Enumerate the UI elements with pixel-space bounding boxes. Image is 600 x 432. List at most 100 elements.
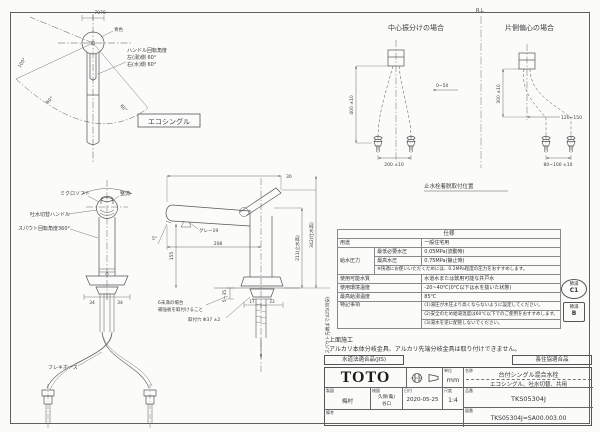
reference-line: R.L <box>476 8 484 168</box>
choju-stamp: 長住協適合品 <box>512 355 592 365</box>
spec-r6-v2: (2)安全のため給湯温度は60℃以下でのご使用をおすすめします。 <box>421 310 561 320</box>
spec-r5-label: 最高給湯温度 <box>336 292 423 302</box>
side-angle: 5° <box>152 236 157 242</box>
checker-name-1: 久保(亀) <box>377 395 395 400</box>
badge-c1-top: 節湯 <box>569 282 579 288</box>
scale-label: 尺度 <box>444 388 452 393</box>
offset-dim-vertical: 300 ±10 <box>496 84 502 104</box>
water-saving-badge-c1: 節湯 C1 <box>561 279 587 299</box>
offset-case-title: 片側偏心の場合 <box>505 23 554 32</box>
checker-name-2: 谷口 <box>382 402 391 407</box>
front-view: 34 34 ミクロソフト 整流 吐水切替ハンドル スパウト回転角度360° フレ… <box>18 180 157 428</box>
offset-dim-horizontal: 80~100 ±10 <box>543 162 572 168</box>
spec-r3-label: 使用可能水質 <box>336 274 423 284</box>
logo-cell: TOTO <box>325 368 407 388</box>
plan-color-note: 青色 <box>114 26 123 33</box>
name-cell: 名称 台付シングル混合水栓 エコシングル、吐水切替、共用 <box>464 368 593 388</box>
offset-dim-offset: 120~150 <box>561 115 582 121</box>
side-dim-top: 30 <box>286 174 292 180</box>
front-dim-right: 34 <box>117 300 123 306</box>
toto-logo: TOTO <box>340 369 391 386</box>
arc-label-upper: 105° <box>17 57 28 69</box>
drawing-number-label: 図番 <box>465 408 473 413</box>
spec-r2a-sub: 最低必要水圧 <box>374 247 423 257</box>
spec-r2-note: ※快適にお使いいただくためには、0.2MPa程度の圧力をおすすめします。 <box>374 265 561 275</box>
reference-line-label: R.L <box>476 8 484 14</box>
hose-fitting-right <box>143 384 157 428</box>
part-number: TKS05304J <box>511 395 546 403</box>
hose-fitting-left <box>41 384 55 428</box>
label-gray: グレー19 <box>199 227 218 234</box>
water-saving-badge-b: 節湯 B <box>563 302 585 322</box>
side-dim-base1: 17 <box>249 299 255 304</box>
jis-stamp: 水道法適合品(JIS) <box>324 355 404 365</box>
drawing-number-cell: 図番 TKS05304J=SA00.003.00 <box>464 408 593 427</box>
center-dim-offset: 0~50 <box>436 83 448 89</box>
label-spout-rotation: スパウト回転角度360° <box>18 225 71 232</box>
side-dim-height-left: 155 <box>169 252 175 261</box>
label-micro-soft: ミクロソフト <box>60 191 90 197</box>
spec-r1-label: 用途 <box>336 238 423 248</box>
date-value: 2020-05-25 <box>406 397 439 403</box>
spec-r6-label: 特記事項 <box>336 301 423 329</box>
side-view: 30 208 155 5° グレー19 211(止水高) 342(吐水高) スパ… <box>152 174 508 372</box>
projection-symbol-icon <box>410 373 438 383</box>
rotation-note-cold: 右(水)側 60° <box>127 61 157 68</box>
center-supply-diagram: 中心振分けの場合 400 ±10 0~50 200 ±10 <box>349 23 458 168</box>
plan-top-dim: 7070 <box>94 10 106 16</box>
badge-c1-value: C1 <box>569 287 579 295</box>
name-label: 名称 <box>465 368 473 373</box>
spec-r2b-sub: 最高水圧 <box>374 256 423 266</box>
arc-label-left: 60° <box>45 95 55 105</box>
rotation-note-hot: 左(湯)側 60° <box>127 54 157 61</box>
title-block: TOTO 単位 mm 名称 台付シングル混合水栓 エコシングル、吐水切替、共用 … <box>324 367 593 427</box>
sheet-border <box>10 12 590 424</box>
unit-value: mm <box>446 376 460 384</box>
spec-r2-label: 給水圧力 <box>336 247 376 275</box>
product-name: 台付シングル混合水栓 <box>498 372 559 379</box>
spec-r3-value: 水道水または飲用可能な井戸水 <box>421 274 561 284</box>
side-dim-thickness: 5~35 <box>222 290 228 302</box>
front-dim-left: 34 <box>89 300 95 306</box>
note-alkali: アルカリ本体分岐金具、アルカリ先端分岐金具は取り付けできません。 <box>329 346 521 353</box>
side-dim-height-outer: 342(吐水高) <box>308 222 315 248</box>
part-number-cell: 品番 TKS05304J <box>464 388 593 408</box>
rotation-note-title: ハンドル回転角度 <box>127 47 167 54</box>
spec-r2b-value: 0.75MPa(静止時) <box>421 256 561 266</box>
center-dim-horizontal: 200 ±10 <box>384 162 404 168</box>
note-stop-valve-position: 止水栓着脱取付位置 <box>424 182 474 190</box>
label-flex-hose: フレキホース <box>48 365 78 371</box>
scale-value: 1:4 <box>448 397 458 404</box>
side-dim-reach: 208 <box>214 241 223 247</box>
date-cell: 日付 2020-05-25 <box>403 388 443 410</box>
drawing-number: TKS05304J=SA00.003.00 <box>490 415 567 422</box>
spec-r6-v3: (3)湯水を逆に配管しないでください。 <box>421 319 561 329</box>
spec-r1-value: 一般住宅用 <box>421 238 561 248</box>
spec-r4-value: -20~40℃(0℃以下は水を抜いた状態) <box>421 283 561 293</box>
note-hose-tip: スパウト先端まで425(目安) <box>324 296 331 353</box>
product-subname: エコシングル、吐水切替、共用 <box>489 381 567 388</box>
checker-label: 検図 <box>372 388 380 393</box>
spec-r6-v1: (1)湯圧が水圧より高くならないように設定してください。 <box>421 301 561 311</box>
center-case-title: 中心振分けの場合 <box>388 23 444 32</box>
unit-cell: 単位 mm <box>443 368 464 388</box>
spec-title: 仕様 <box>337 229 561 239</box>
plan-view: 7070 青色 ハンドル回転角度 左(湯)側 60° 右(水)側 60° 105… <box>15 10 201 162</box>
spec-r4-label: 使用環境温度 <box>336 283 423 293</box>
drafter-cell: 製図 梅村 <box>325 388 371 410</box>
center-dim-vertical: 400 ±10 <box>349 95 355 115</box>
scale-cell: 尺度 1:4 <box>443 388 464 410</box>
note-mount-hole: 取付穴 Φ37 ±2 <box>188 316 220 323</box>
drafter-name: 梅村 <box>341 399 353 405</box>
unit-label: 単位 <box>444 368 452 373</box>
offset-supply-diagram: 片側偏心の場合 300 ±10 120~150 80~100 ±10 <box>496 23 582 168</box>
remarks-cell: 備考 <box>325 410 464 427</box>
eco-single-label: エコシングル <box>148 117 190 126</box>
spec-r2a-value: 0.05MPa(流動時) <box>421 247 561 257</box>
side-dim-base2: 23 <box>269 299 275 304</box>
badge-b-top: 節湯 <box>569 305 579 311</box>
badge-b-value: B <box>571 310 577 318</box>
label-straight-flow: 整流 <box>120 190 130 197</box>
